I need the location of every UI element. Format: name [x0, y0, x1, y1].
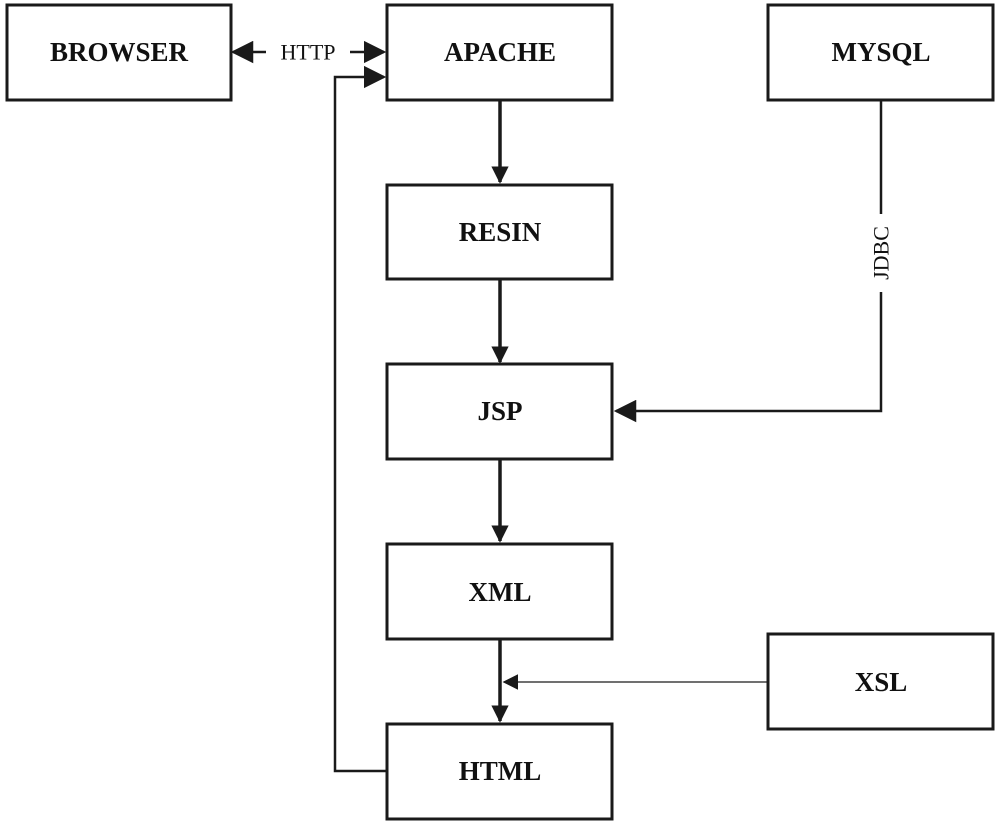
svg-text:APACHE: APACHE	[444, 37, 556, 67]
svg-text:RESIN: RESIN	[459, 217, 542, 247]
svg-text:MYSQL: MYSQL	[831, 37, 930, 67]
http-label-mask	[266, 38, 350, 66]
edge-html-apache	[333, 65, 387, 773]
node-html: HTML	[385, 722, 614, 821]
edge-mysql-jsp	[613, 101, 883, 423]
svg-text:HTML: HTML	[459, 756, 542, 786]
svg-text:XML: XML	[469, 577, 532, 607]
svg-text:BROWSER: BROWSER	[50, 37, 189, 67]
node-xml: XML	[385, 542, 614, 641]
edge-label-jdbc: JDBC	[869, 226, 894, 280]
node-apache: APACHE	[385, 3, 614, 102]
edge-label-http: HTTP	[281, 40, 336, 65]
node-resin: RESIN	[385, 183, 614, 281]
node-mysql: MYSQL	[766, 3, 995, 102]
node-browser: BROWSER	[5, 3, 233, 102]
node-jsp: JSP	[385, 362, 614, 461]
node-xsl: XSL	[766, 632, 995, 731]
svg-text:JSP: JSP	[477, 396, 522, 426]
svg-text:XSL: XSL	[855, 667, 908, 697]
jdbc-label-mask	[867, 214, 895, 292]
